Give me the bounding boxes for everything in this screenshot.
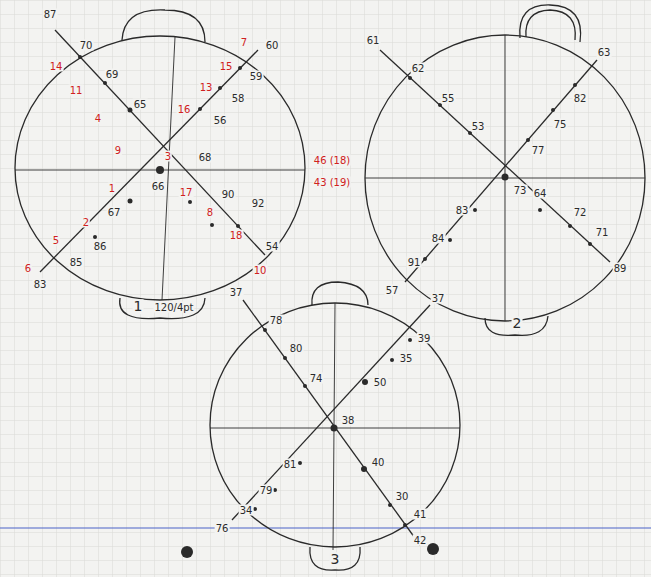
head-outline — [365, 35, 645, 321]
red-measurement: 43 (19) — [313, 177, 351, 188]
hole-dot — [181, 546, 193, 558]
red-measurement: 3 — [164, 151, 172, 162]
red-measurement: 13 — [199, 82, 214, 93]
measurement-number: 40 — [371, 457, 386, 468]
figure-number: 3 — [330, 552, 341, 567]
measurement-number: 61 — [366, 35, 381, 46]
nose-mark — [520, 5, 581, 42]
measurement-number: 37 — [229, 287, 244, 298]
figure-number: 1 — [133, 299, 144, 314]
margin-line — [0, 527, 651, 528]
red-measurement: 8 — [206, 207, 214, 218]
measurement-number: 41 — [413, 509, 428, 520]
measurement-number: 67 — [107, 207, 122, 218]
measurement-number: 30 — [395, 491, 410, 502]
measurement-number: 83 — [455, 205, 470, 216]
measurement-number: 72 — [573, 207, 588, 218]
red-measurement: 2 — [82, 217, 90, 228]
measurement-number: 81 — [283, 459, 298, 470]
measurement-number: 86 — [93, 241, 108, 252]
measurement-number: 38 — [341, 415, 356, 426]
measurement-number: 83 — [33, 279, 48, 290]
measurement-number: 53 — [471, 121, 486, 132]
figure-number: 2 — [512, 316, 523, 331]
measurement-number: 56 — [213, 115, 228, 126]
neck-mark — [485, 316, 548, 335]
measurement-number: 91 — [407, 257, 422, 268]
red-measurement: 17 — [179, 187, 194, 198]
measurement-number: 79 — [259, 485, 274, 496]
measurement-number: 62 — [411, 63, 426, 74]
measurement-number: 89 — [613, 263, 628, 274]
measurement-number: 74 — [309, 373, 324, 384]
measurement-number: 66 — [151, 181, 166, 192]
measurement-number: 76 — [215, 523, 230, 534]
measurement-number: 34 — [239, 505, 254, 516]
measurement-number: 78 — [269, 315, 284, 326]
red-measurement: 6 — [24, 263, 32, 274]
red-measurement: 4 — [94, 113, 102, 124]
measurement-number: 64 — [533, 188, 548, 199]
measurement-number: 68 — [198, 152, 213, 163]
red-measurement: 9 — [114, 145, 122, 156]
measurement-number: 55 — [441, 93, 456, 104]
red-measurement: 10 — [253, 265, 268, 276]
red-measurement: 16 — [177, 104, 192, 115]
measurement-number: 75 — [553, 119, 568, 130]
measurement-number: 69 — [105, 69, 120, 80]
measurement-number: 57 — [385, 285, 400, 296]
red-measurement: 46 (18) — [313, 155, 351, 166]
red-measurement: 7 — [240, 37, 248, 48]
measurement-number: 65 — [133, 99, 148, 110]
measurement-number: 70 — [79, 40, 94, 51]
red-measurement: 11 — [69, 85, 84, 96]
neck-mark — [310, 547, 360, 570]
measurement-number: 120/4pt — [153, 302, 194, 313]
neck-mark — [120, 298, 205, 319]
measurement-number: 71 — [595, 227, 610, 238]
red-measurement: 14 — [49, 61, 64, 72]
nose-mark — [312, 282, 368, 305]
measurement-number: 59 — [249, 71, 264, 82]
measurement-number: 85 — [69, 257, 84, 268]
measurement-number: 73 — [513, 185, 528, 196]
measurement-number: 82 — [573, 93, 588, 104]
nose-mark — [122, 10, 205, 42]
red-measurement: 15 — [219, 61, 234, 72]
measurement-number: 58 — [231, 93, 246, 104]
red-measurement: 18 — [229, 230, 244, 241]
measurement-number: 54 — [265, 241, 280, 252]
measurement-number: 50 — [373, 377, 388, 388]
measurement-number: 87 — [43, 9, 58, 20]
measurement-number: 90 — [221, 189, 236, 200]
measurement-number: 37 — [431, 293, 446, 304]
measurement-number: 80 — [289, 343, 304, 354]
measurement-number: 92 — [251, 198, 266, 209]
measurement-number: 60 — [265, 40, 280, 51]
red-measurement: 1 — [108, 183, 116, 194]
measurement-number: 84 — [431, 233, 446, 244]
head-outline — [15, 36, 305, 300]
measurement-number: 35 — [399, 353, 414, 364]
measurement-number: 63 — [597, 47, 612, 58]
red-measurement: 5 — [52, 235, 60, 246]
hole-dot — [427, 543, 439, 555]
measurement-number: 77 — [531, 145, 546, 156]
measurement-number: 42 — [413, 535, 428, 546]
measurement-number: 39 — [417, 333, 432, 344]
